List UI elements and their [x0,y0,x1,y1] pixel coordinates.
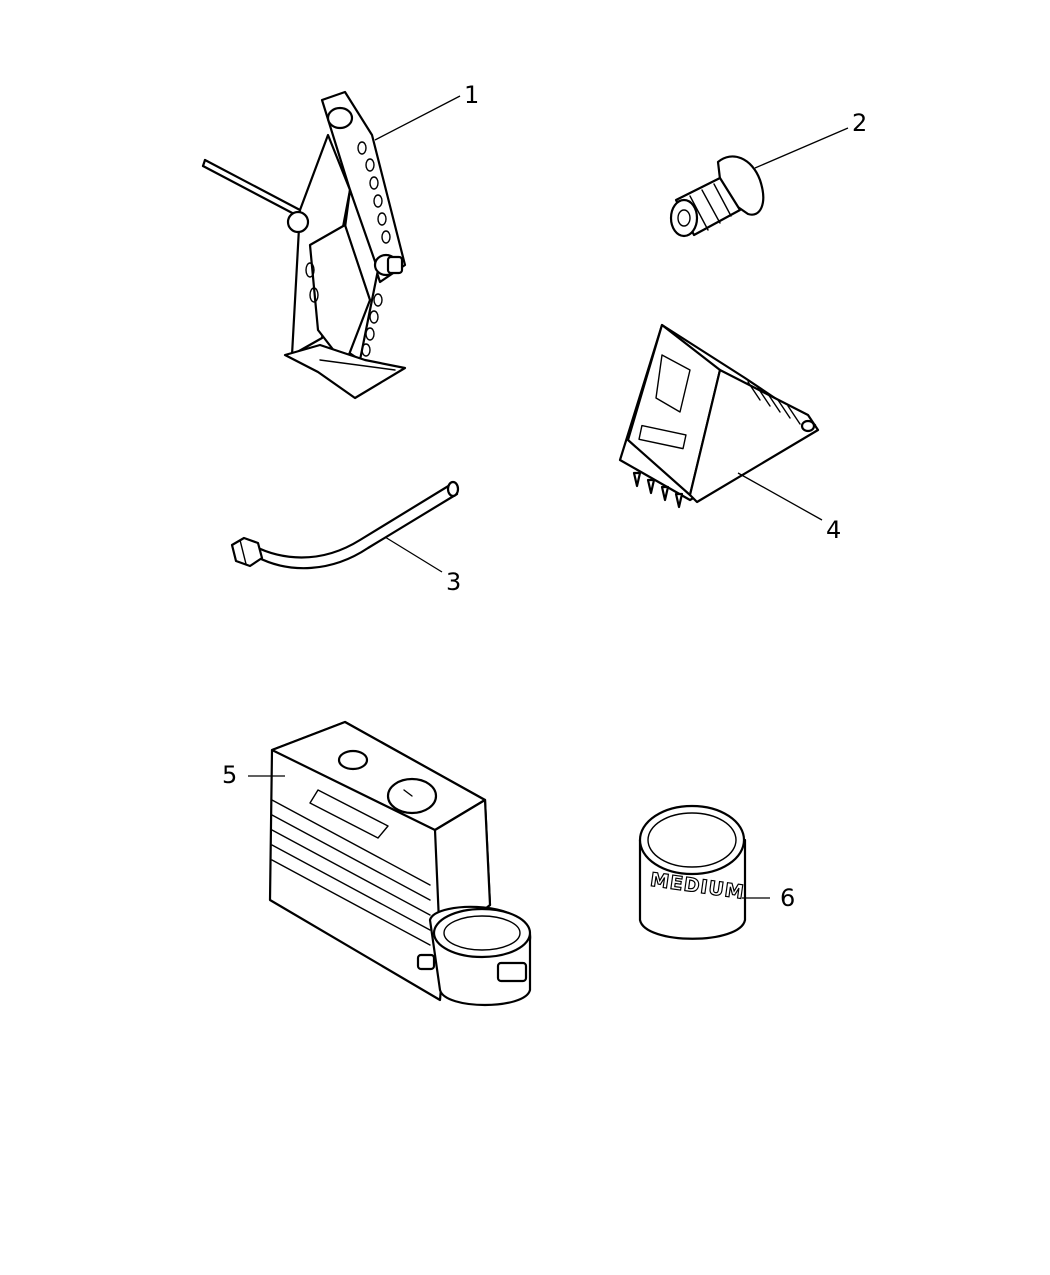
wheel-chock [618,323,820,509]
tire-inflator-compressor [268,720,532,1007]
wheel-lock-key [669,155,765,238]
jack-handle [230,480,460,570]
callout-6: 6 [780,884,795,912]
sealant-canister: MEDIUM [638,804,747,940]
compressor-vents [271,799,431,946]
scissor-jack [201,90,407,400]
callout-3: 3 [446,568,461,596]
chock-ribs [747,381,801,425]
callout-2: 2 [852,109,867,137]
callout-4: 4 [826,516,841,544]
jack-holes [305,141,391,357]
callout-5: 5 [222,761,237,789]
callout-1: 1 [464,81,479,109]
